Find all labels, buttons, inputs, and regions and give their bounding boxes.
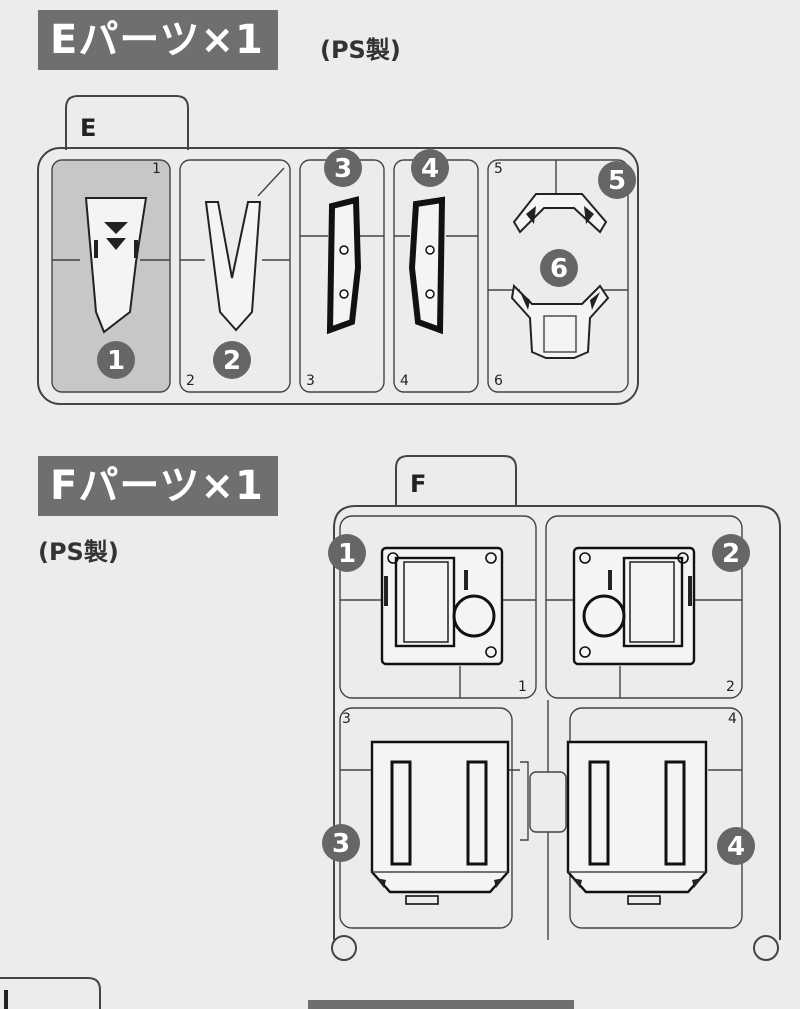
compartment-e2 [179, 159, 291, 393]
part-f3 [370, 740, 510, 905]
part-f2 [572, 546, 696, 666]
part-e4 [408, 196, 446, 335]
svg-text:5: 5 [608, 166, 626, 196]
compartment-e56 [487, 159, 629, 393]
badge-e6: 6 [540, 249, 578, 287]
runner-e-frame [37, 147, 639, 405]
svg-text:4: 4 [421, 154, 439, 184]
badge-e4: 4 [411, 149, 449, 187]
part-f1 [380, 546, 504, 666]
corner-number-e5: 5 [494, 161, 503, 177]
badge-f3: 3 [322, 824, 360, 862]
part-f4 [566, 740, 708, 905]
runner-e: E 1 2 3 [37, 95, 639, 405]
svg-text:3: 3 [332, 829, 350, 859]
part-e3 [326, 196, 362, 335]
next-runner-tab [0, 977, 101, 1009]
svg-text:2: 2 [223, 346, 241, 376]
corner-number-e3: 3 [306, 373, 315, 389]
badge-e1: 1 [97, 341, 135, 379]
svg-text:3: 3 [334, 154, 352, 184]
section-e-material: (PS製) [320, 36, 401, 64]
corner-number-e1: 1 [152, 161, 161, 177]
compartment-f1 [339, 515, 537, 699]
badge-e5: 5 [598, 161, 636, 199]
corner-number-e6: 6 [494, 373, 503, 389]
part-e5 [512, 193, 608, 234]
svg-text:1: 1 [338, 539, 356, 569]
corner-number-e2: 2 [186, 373, 195, 389]
section-f-label: Fパーツ×1 [38, 456, 278, 516]
part-e6 [510, 283, 610, 359]
runner-f-tab [395, 455, 517, 506]
svg-text:1: 1 [107, 346, 125, 376]
badge-e2: 2 [213, 341, 251, 379]
svg-text:4: 4 [727, 832, 745, 862]
runner-e-tab-letter: E [80, 114, 96, 142]
runner-e-tab [65, 95, 189, 150]
part-e1 [84, 197, 148, 334]
runner-f-frame [333, 505, 781, 940]
next-section-label-edge [308, 1000, 574, 1009]
runner-f: F [322, 455, 781, 961]
svg-text:6: 6 [550, 254, 568, 284]
part-e2 [204, 201, 262, 332]
badge-f1: 1 [328, 534, 366, 572]
corner-number-f2: 2 [726, 679, 735, 695]
corner-number-f3: 3 [342, 711, 351, 727]
corner-number-e4: 4 [400, 373, 409, 389]
corner-number-f1: 1 [518, 679, 527, 695]
corner-number-f4: 4 [728, 711, 737, 727]
badge-e3: 3 [324, 149, 362, 187]
section-f-material: (PS製) [38, 538, 119, 566]
svg-text:2: 2 [722, 539, 740, 569]
runner-f-tab-letter: F [410, 470, 426, 498]
compartment-f3 [339, 707, 513, 929]
section-e-label: Eパーツ×1 [38, 10, 278, 70]
badge-f2: 2 [712, 534, 750, 572]
compartment-f2 [545, 515, 743, 699]
badge-f4: 4 [717, 827, 755, 865]
